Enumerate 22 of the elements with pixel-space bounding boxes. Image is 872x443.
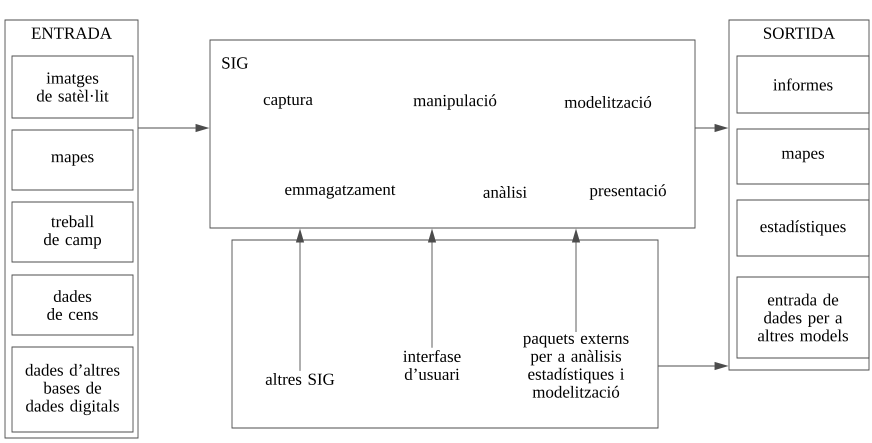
item-box: imatges de satèl·lit	[12, 56, 134, 118]
panel-heading: SORTIDA	[764, 28, 836, 39]
item-box: dades de cens	[12, 274, 134, 336]
function-label: emmagatzament	[285, 185, 396, 199]
item-box: entrada de dades per a altres models	[736, 276, 870, 358]
item-box: mapes	[736, 128, 870, 184]
component-label: interfase d’usuari	[403, 350, 461, 380]
item-box: mapes	[12, 130, 134, 190]
item-box: treball de camp	[12, 202, 134, 262]
box-heading: SIG	[222, 57, 248, 69]
component-label: paquets externs per a anàlisis estadístiques i modelització	[523, 334, 629, 398]
item-box: estadístiques	[736, 200, 870, 256]
panel-heading: ENTRADA	[32, 28, 112, 39]
function-label: modelització	[564, 96, 652, 108]
item-box: informes	[736, 56, 870, 114]
function-label: anàlisi	[484, 186, 527, 198]
component-box	[232, 240, 658, 428]
function-label: presentació	[590, 184, 666, 200]
component-label: altres SIG	[266, 373, 334, 385]
function-label: captura	[264, 95, 313, 109]
item-box: dades d’altres bases de dades digitals	[12, 346, 134, 432]
function-label: manipulació	[414, 94, 496, 110]
